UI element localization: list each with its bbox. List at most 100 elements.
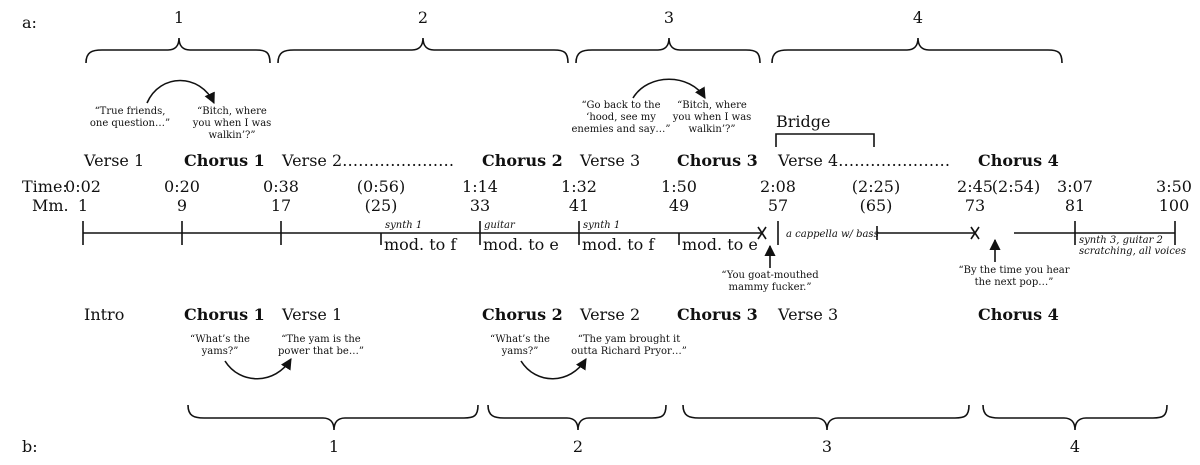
- modulation-m41: mod. to f: [582, 235, 655, 254]
- svg-text:“You goat-mouthed: “You goat-mouthed: [721, 270, 819, 281]
- svg-text:“What’s the: “What’s the: [190, 334, 250, 345]
- time-11: 3:07: [1057, 177, 1093, 196]
- a-quote-arrow-1: [146, 79, 215, 105]
- measure-4: 33: [470, 196, 490, 215]
- time-4: 1:14: [462, 177, 498, 196]
- a-chorus-3: Chorus 3: [677, 151, 758, 170]
- measures-label: Mm.: [32, 196, 69, 215]
- b-verse-3: Verse 3: [777, 305, 838, 324]
- svg-text:“True friends,: “True friends,: [95, 106, 166, 117]
- a-quote-bitch-where-2: “Bitch, where you when I was walkin’?”: [672, 100, 752, 135]
- a-brace-1: [85, 37, 271, 64]
- instr-end-line-1: synth 3, guitar 2: [1079, 235, 1163, 246]
- b-brace-3: [682, 404, 970, 431]
- a-section-number-4: 4: [913, 8, 923, 27]
- version-b-label: b:: [22, 437, 38, 456]
- b-chorus-1: Chorus 1: [184, 305, 265, 324]
- b-verse-1: Verse 1: [281, 305, 342, 324]
- instr-guitar: guitar: [484, 220, 516, 231]
- a-verse-1: Verse 1: [83, 151, 144, 170]
- svg-text:power that be…”: power that be…”: [278, 346, 364, 357]
- b-quote-yam-power: “The yam is the power that be…”: [278, 334, 364, 357]
- measure-3: (25): [365, 196, 398, 215]
- svg-text:‘hood, see my: ‘hood, see my: [586, 112, 656, 123]
- a-section-number-3: 3: [664, 8, 674, 27]
- version-a-label: a:: [22, 13, 37, 32]
- instr-end-line-2: scratching, all voices: [1079, 246, 1186, 257]
- b-intro: Intro: [84, 305, 124, 324]
- instr-synth1-a: synth 1: [385, 220, 422, 231]
- time-10: (2:54): [992, 177, 1040, 196]
- a-quote-arrow-2: [632, 78, 706, 99]
- measure-10: 81: [1065, 196, 1085, 215]
- modulation-m25: mod. to f: [384, 235, 457, 254]
- measure-7: 57: [768, 196, 788, 215]
- svg-text:the next pop…”: the next pop…”: [975, 277, 1054, 288]
- instr-synth1-b: synth 1: [583, 220, 620, 231]
- b-section-number-1: 1: [329, 437, 339, 456]
- a-brace-2: [277, 37, 569, 64]
- b-quote-yam-pryor: “The yam brought it outta Richard Pryor……: [571, 334, 687, 357]
- a-section-number-1: 1: [174, 8, 184, 27]
- measure-0: 1: [78, 196, 88, 215]
- svg-text:one question…”: one question…”: [90, 118, 170, 129]
- measure-6: 49: [669, 196, 689, 215]
- a-section-number-2: 2: [418, 8, 428, 27]
- measure-2: 17: [271, 196, 291, 215]
- time-0: 0:02: [65, 177, 101, 196]
- a-brace-3: [575, 37, 761, 64]
- instr-a-cappella: a cappella w/ bass: [786, 229, 879, 240]
- b-brace-1: [187, 404, 479, 431]
- svg-text:yams?”: yams?”: [501, 346, 539, 357]
- measure-8: (65): [860, 196, 893, 215]
- svg-text:“The yam is the: “The yam is the: [281, 334, 361, 345]
- time-2: 0:38: [263, 177, 299, 196]
- time-3: (0:56): [357, 177, 405, 196]
- b-section-number-3: 3: [822, 437, 832, 456]
- svg-text:you when I was: you when I was: [672, 112, 752, 123]
- b-quote-arrow-2: [520, 358, 587, 380]
- time-6: 1:50: [661, 177, 697, 196]
- a-verse-2: Verse 2…………………: [281, 151, 454, 170]
- svg-text:“Go back to the: “Go back to the: [581, 100, 660, 111]
- b-section-number-4: 4: [1070, 437, 1080, 456]
- svg-text:yams?”: yams?”: [201, 346, 239, 357]
- b-verse-2: Verse 2: [579, 305, 640, 324]
- measure-9: 73: [965, 196, 985, 215]
- a-quote-bitch-where-1: “Bitch, where you when I was walkin’?”: [192, 106, 272, 141]
- modulation-m33: mod. to e: [483, 235, 559, 254]
- svg-text:“What’s the: “What’s the: [490, 334, 550, 345]
- marker-quote-goat: “You goat-mouthed mammy fucker.”: [721, 270, 819, 293]
- marker-quote-next-pop: “By the time you hear the next pop…”: [958, 265, 1069, 288]
- bridge-bracket: [775, 133, 875, 147]
- b-quote-yams-1: “What’s the yams?”: [190, 334, 250, 357]
- b-quote-arrow-1: [224, 358, 292, 380]
- svg-text:enemies and say…”: enemies and say…”: [571, 124, 670, 135]
- time-7: 2:08: [760, 177, 796, 196]
- svg-text:walkin’?”: walkin’?”: [688, 124, 735, 135]
- svg-text:outta Richard Pryor…”: outta Richard Pryor…”: [571, 346, 687, 357]
- b-section-number-2: 2: [573, 437, 583, 456]
- measure-1: 9: [177, 196, 187, 215]
- a-quote-true-friends: “True friends, one question…”: [90, 106, 170, 129]
- measure-11: 100: [1159, 196, 1190, 215]
- x-mark-m57: [757, 226, 767, 240]
- a-verse-3: Verse 3: [579, 151, 640, 170]
- a-chorus-2: Chorus 2: [482, 151, 563, 170]
- b-chorus-2: Chorus 2: [482, 305, 563, 324]
- time-5: 1:32: [561, 177, 597, 196]
- svg-text:“Bitch, where: “Bitch, where: [197, 106, 267, 117]
- x-mark-m73: [970, 226, 980, 240]
- a-chorus-4: Chorus 4: [978, 151, 1059, 170]
- measure-5: 41: [569, 196, 589, 215]
- b-chorus-3: Chorus 3: [677, 305, 758, 324]
- modulation-m49: mod. to e: [682, 235, 758, 254]
- b-brace-2: [487, 404, 667, 431]
- a-quote-go-back: “Go back to the ‘hood, see my enemies an…: [571, 100, 670, 135]
- a-verse-4: Verse 4…………………: [777, 151, 950, 170]
- b-chorus-4: Chorus 4: [978, 305, 1059, 324]
- a-brace-4: [771, 37, 1063, 64]
- time-label: Time:: [22, 177, 68, 196]
- time-9: 2:45: [957, 177, 993, 196]
- svg-text:you when I was: you when I was: [192, 118, 272, 129]
